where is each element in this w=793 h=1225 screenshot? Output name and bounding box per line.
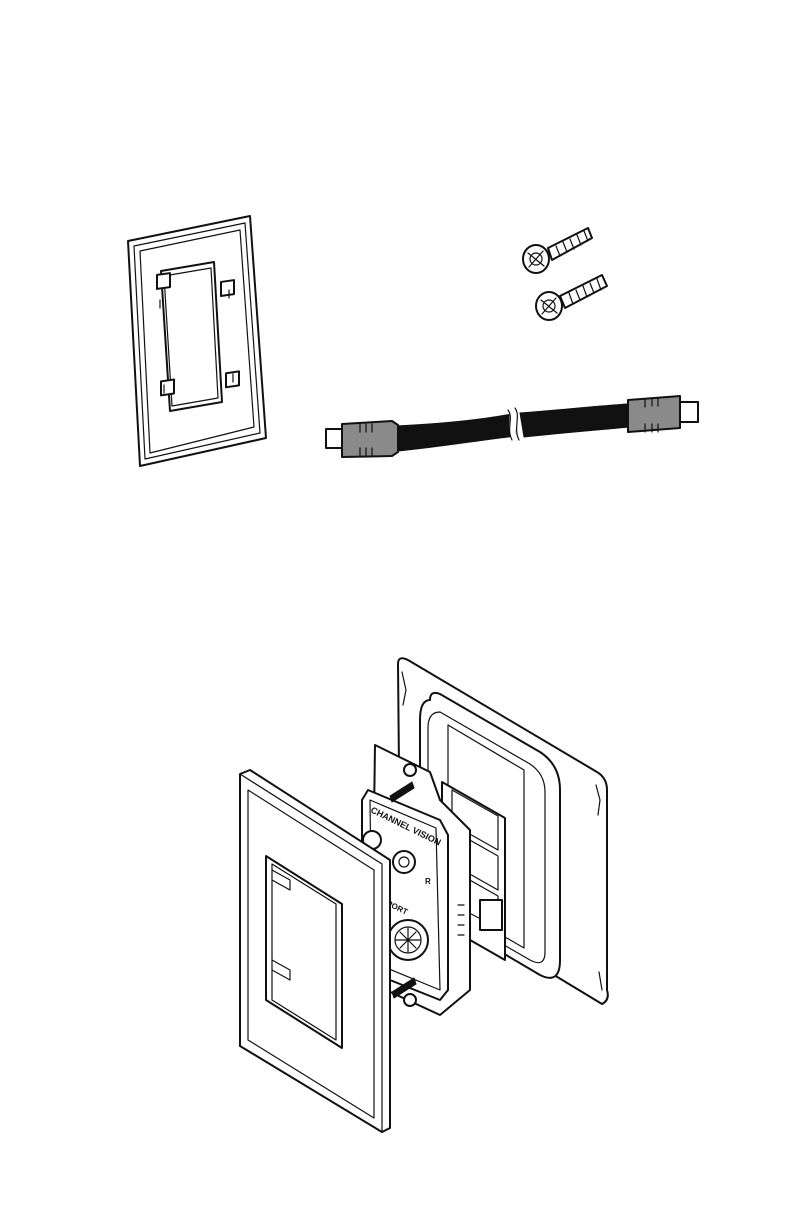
jack-label-r: R [425,877,431,886]
cable-icon [326,396,698,457]
screw-icon [523,228,607,320]
wall-plate-icon [128,216,266,466]
exploded-assembly-icon: CHANNEL VISION R PORT [240,658,608,1132]
